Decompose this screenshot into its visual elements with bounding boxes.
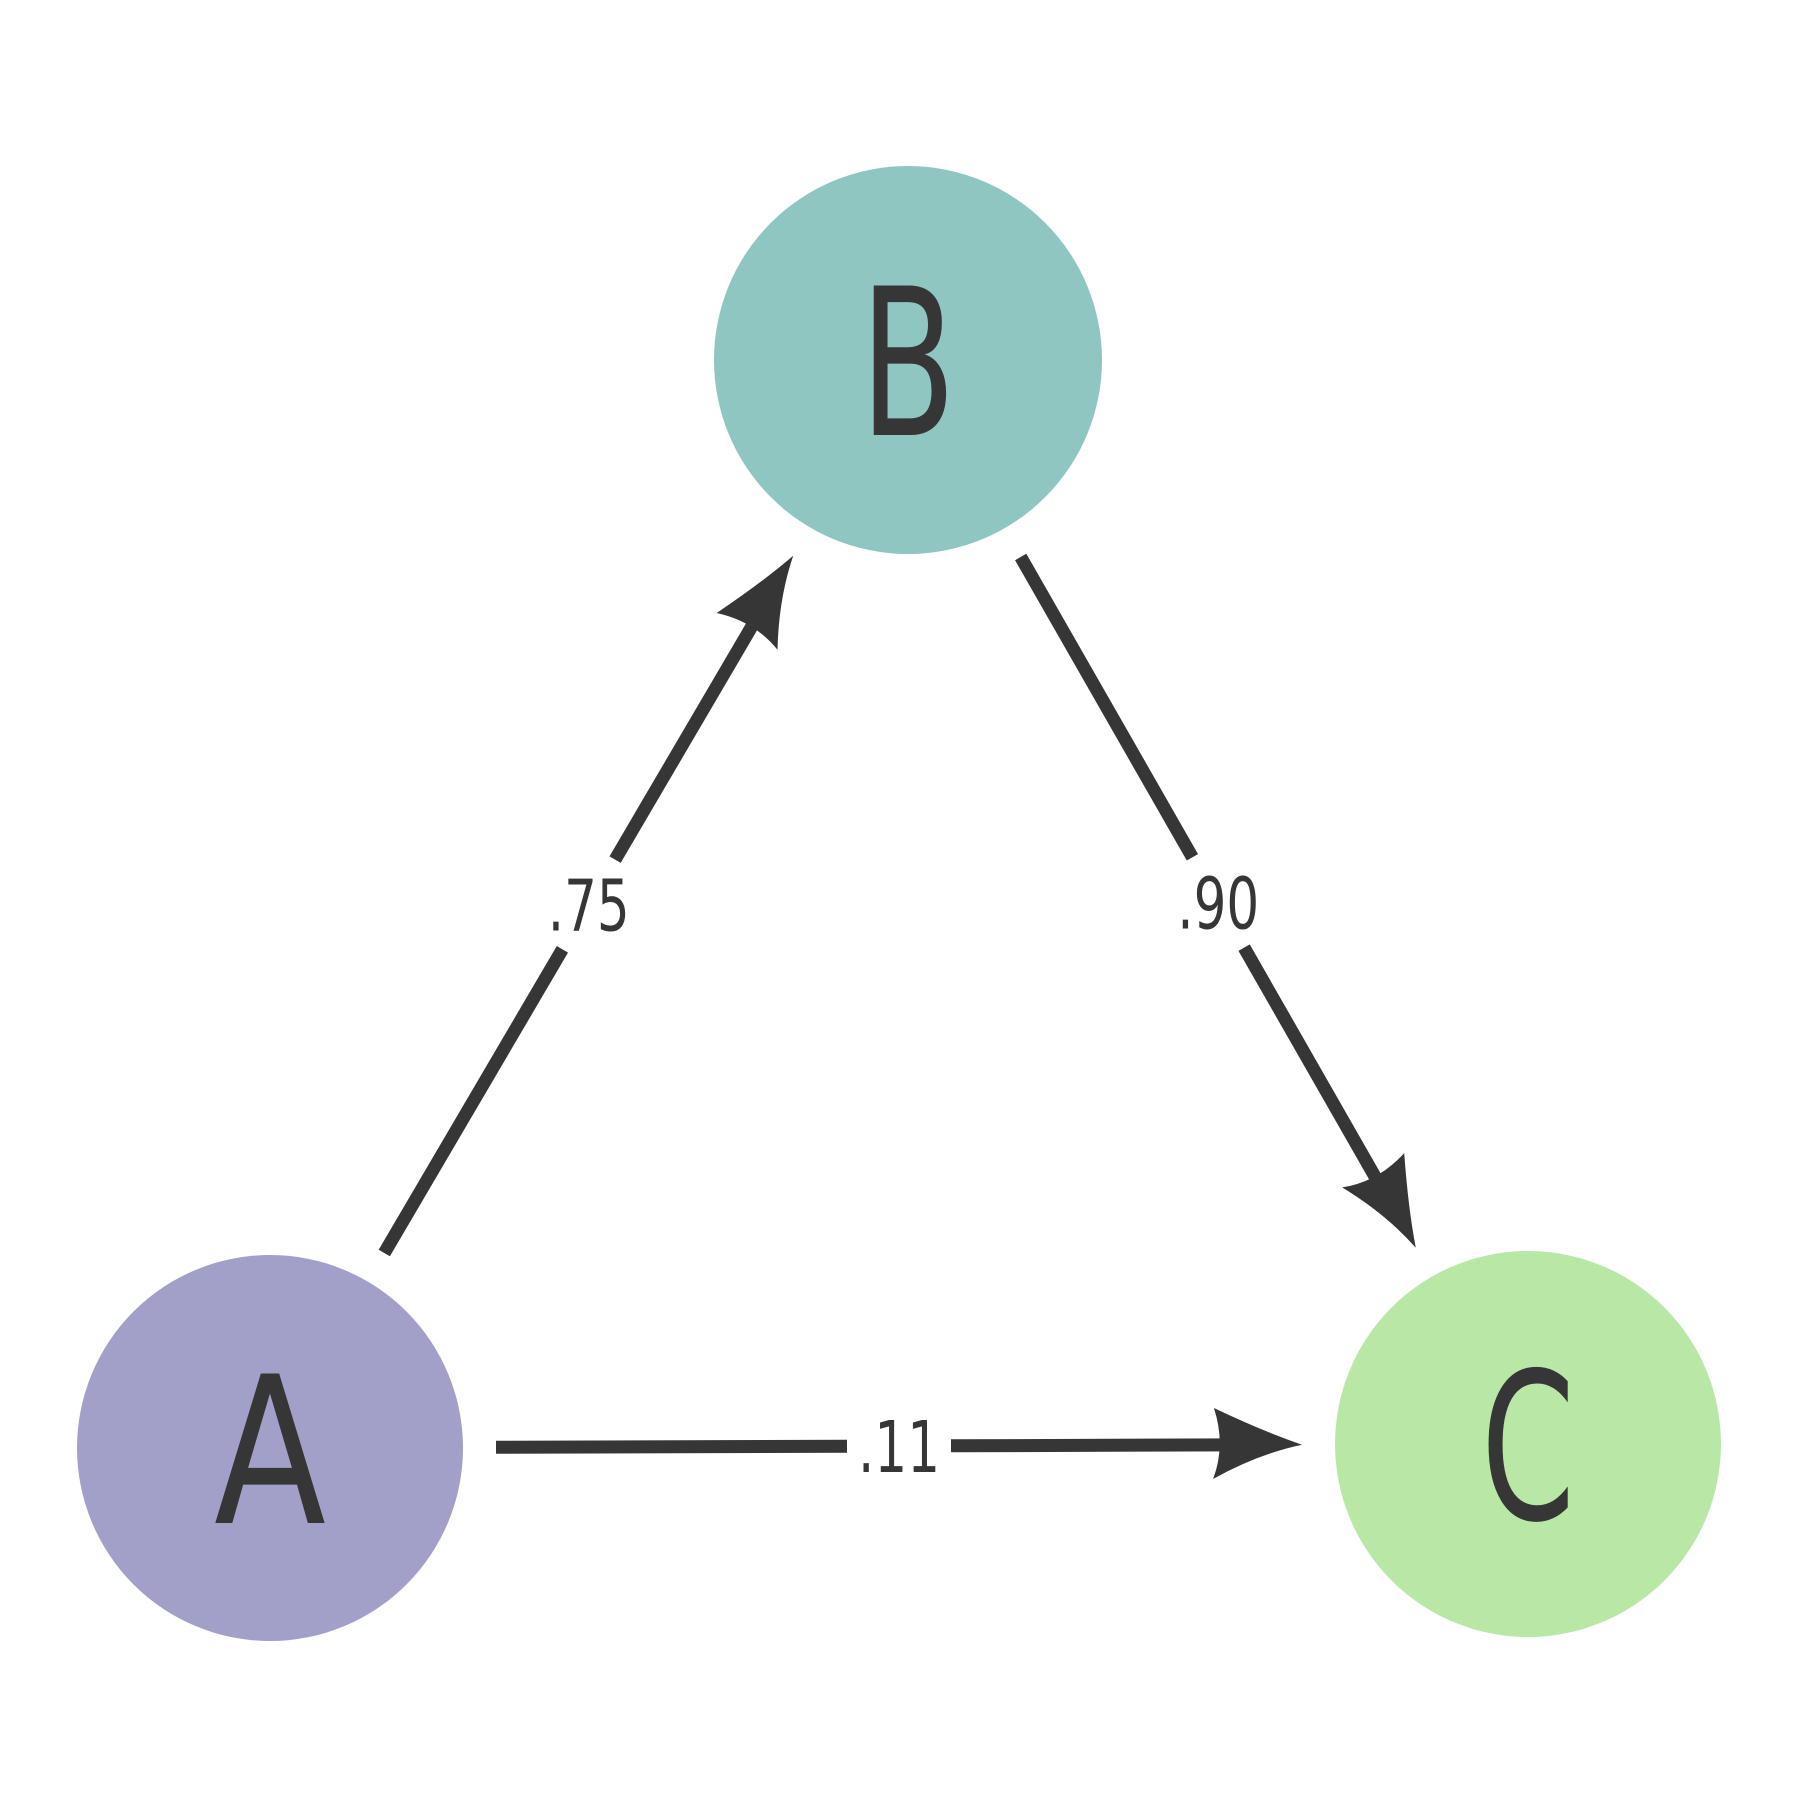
edge-b-c-shaft-start xyxy=(1015,553,1199,861)
node-c-label: C xyxy=(1481,1330,1575,1568)
node-a-circle xyxy=(77,1255,463,1641)
node-c: C xyxy=(1335,1251,1721,1637)
edge-a-b-weight-label: .75 xyxy=(548,864,630,947)
node-b: B xyxy=(714,166,1102,554)
edge-a-c: .11 xyxy=(495,1406,1302,1489)
edge-a-c-shaft-end xyxy=(950,1438,1233,1453)
node-c-circle xyxy=(1335,1251,1721,1637)
edge-b-c-arrowhead-icon xyxy=(1342,1153,1416,1248)
node-a-label: A xyxy=(214,1334,326,1572)
edge-a-b-shaft-start xyxy=(378,946,569,1257)
node-b-label: B xyxy=(860,246,956,484)
edge-b-c-weight-label: .90 xyxy=(1177,862,1259,945)
edge-a-b-arrowhead-icon xyxy=(716,555,794,650)
edge-a-c-arrowhead-icon xyxy=(1213,1408,1302,1479)
edge-b-c: .90 xyxy=(1015,553,1416,1248)
node-b-circle xyxy=(714,166,1102,554)
edge-b-c-shaft-end xyxy=(1238,944,1387,1191)
edge-a-c-weight-label: .11 xyxy=(858,1406,940,1489)
node-a: A xyxy=(77,1255,463,1641)
edge-a-c-shaft-start xyxy=(495,1439,848,1454)
edge-a-b-shaft-end xyxy=(609,612,764,863)
edge-a-b: .75 xyxy=(378,555,794,1257)
